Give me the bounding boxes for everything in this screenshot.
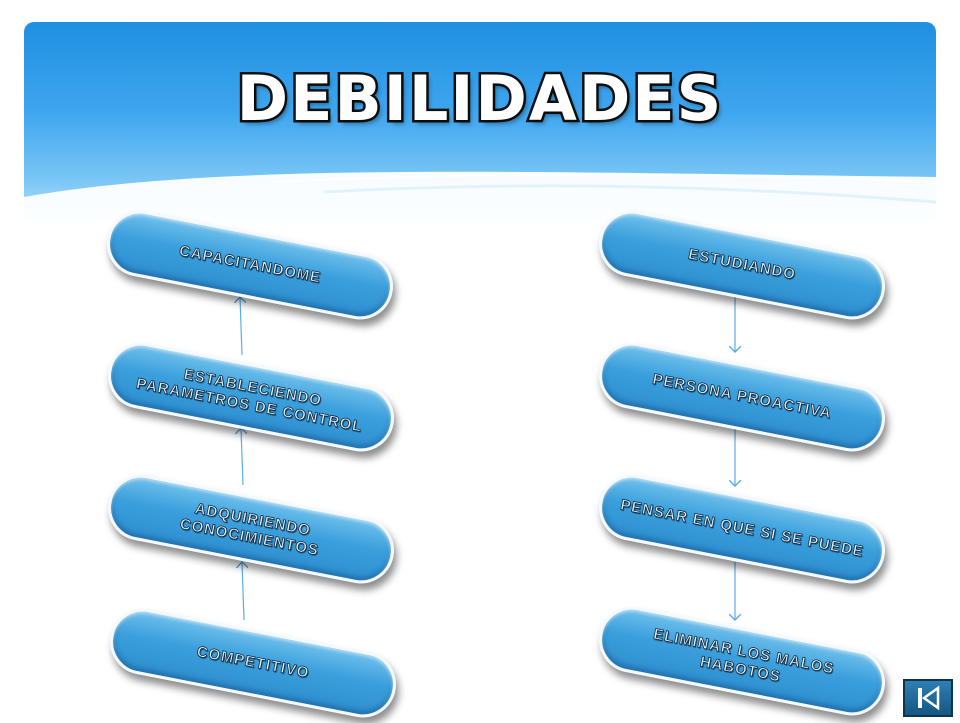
arrow-adquiriendo-to-estableciendo — [241, 428, 243, 486]
skip-to-start-icon — [918, 685, 940, 711]
node-label: CAPACITANDOME — [177, 242, 323, 287]
node-label: COMPETITIVO — [195, 643, 311, 682]
page-title: DEBILIDADES — [234, 60, 724, 138]
first-slide-button[interactable] — [903, 679, 953, 717]
arrow-estableciendo-to-capacitandome — [240, 297, 242, 356]
arrow-competitivo-to-adquiriendo — [242, 562, 244, 621]
node-label: ESTUDIANDO — [686, 245, 798, 284]
node-label: PERSONA PROACTIVA — [651, 370, 834, 423]
header-swoosh — [24, 171, 936, 222]
header-band — [24, 22, 936, 222]
